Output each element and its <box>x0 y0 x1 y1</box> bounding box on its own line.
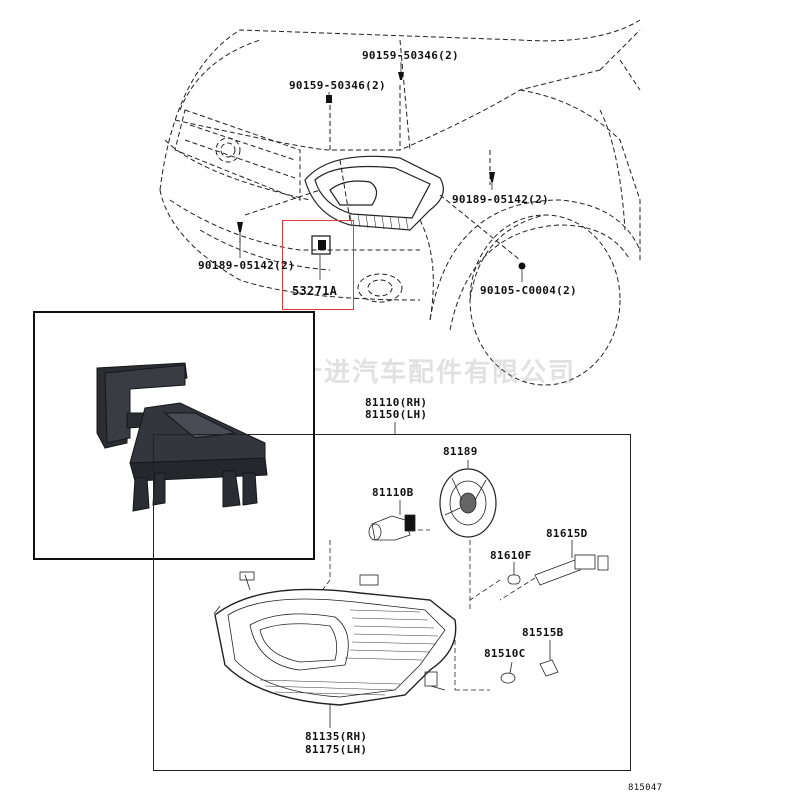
label-cover: 81189 <box>443 445 478 458</box>
label-housing-lh: 81175(LH) <box>305 743 368 756</box>
label-socket: 81615D <box>546 527 588 540</box>
label-clip-left: 90189-05142(2) <box>198 259 295 272</box>
bracket-photo <box>96 362 268 512</box>
label-housing-rh: 81135(RH) <box>305 730 368 743</box>
label-socket-small: 81515B <box>522 626 564 639</box>
label-assembly-rh: 81110(RH) <box>365 396 428 409</box>
label-wedge-bulb: 81610F <box>490 549 532 562</box>
label-clip-right: 90189-05142(2) <box>452 193 549 206</box>
figure-number: 815047 <box>628 783 663 793</box>
label-bolt-upper-right: 90159-50346(2) <box>362 49 459 62</box>
label-bolt-upper-left: 90159-50346(2) <box>289 79 386 92</box>
label-bracket: 53271A <box>292 284 338 298</box>
label-screw-fender: 90105-C0004(2) <box>480 284 577 297</box>
bracket-photo-inset <box>33 311 315 560</box>
label-bulb: 81110B <box>372 486 414 499</box>
label-assembly-lh: 81150(LH) <box>365 408 428 421</box>
label-bulb-small: 81510C <box>484 647 526 660</box>
bracket-highlight-box <box>282 220 354 310</box>
headlamp-assembly-box <box>153 434 631 771</box>
